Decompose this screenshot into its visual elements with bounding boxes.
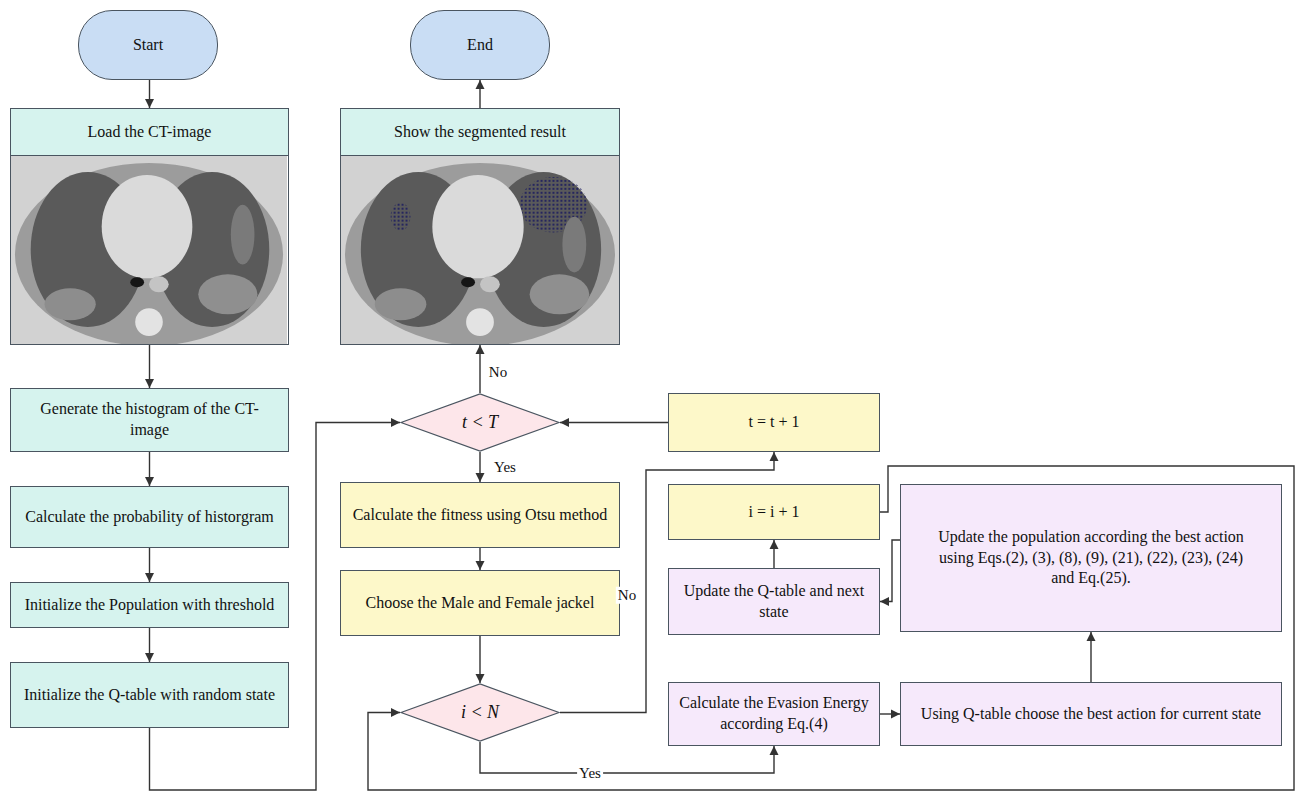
process-box: Calculate the probability of historgram [10, 486, 289, 548]
node-text: Start [133, 35, 163, 56]
process-box: Update the population according the best… [900, 484, 1282, 632]
process-box: Initialize the Q-table with random state [10, 662, 289, 728]
process-box: Using Q-table choose the best action for… [900, 682, 1282, 746]
process-box: Show the segmented result [340, 108, 620, 345]
node-text: Initialize the Population with threshold [25, 595, 275, 616]
node-text: Choose the Male and Female jackel [366, 593, 595, 614]
arrow-head [391, 418, 400, 427]
arrow-head [1087, 632, 1096, 641]
terminal: End [410, 10, 550, 80]
process-box: Generate the histogram of the CT-image [10, 388, 289, 452]
node-text: i < N [461, 701, 499, 724]
node-text: Calculate the fitness using Otsu method [353, 505, 608, 526]
diamond-shape [401, 394, 559, 451]
node-text: Initialize the Q-table with random state [24, 685, 275, 706]
arrow-head [145, 573, 154, 582]
arrow-head [560, 418, 569, 427]
arrow-head [391, 708, 400, 717]
arrow-head [476, 674, 485, 683]
arrow-head [891, 710, 900, 719]
arrow-head [145, 477, 154, 486]
node-text: Calculate the Evasion Energy according E… [679, 693, 869, 735]
node-text: i = i + 1 [749, 502, 800, 523]
box-header: Load the CT-image [11, 109, 288, 156]
node-text: Calculate the probability of historgram [25, 507, 274, 528]
arrow-head [145, 653, 154, 662]
node-text: t < T [462, 411, 498, 434]
process-box: i = i + 1 [668, 484, 880, 540]
decision-diamond: i < N [400, 683, 560, 742]
arrow-head [145, 379, 154, 388]
arrow-head [476, 345, 485, 354]
node-text: Load the CT-image [88, 122, 212, 143]
process-box: Calculate the fitness using Otsu method [340, 482, 620, 548]
process-box: Calculate the Evasion Energy according E… [668, 682, 880, 746]
decision-diamond: t < T [400, 393, 560, 452]
process-box: Choose the Male and Female jackel [340, 570, 620, 636]
process-box: t = t + 1 [668, 393, 880, 452]
arrow-head [770, 452, 779, 461]
edge-label: Yes [577, 765, 603, 782]
connector [560, 422, 668, 423]
node-text: Update the Q-table and next state [679, 581, 869, 623]
node-text: End [467, 35, 493, 56]
connector [480, 742, 774, 773]
segmented-image [341, 155, 619, 344]
process-box: Initialize the Population with threshold [10, 582, 289, 628]
box-header: Show the segmented result [341, 109, 619, 156]
process-box: Update the Q-table and next state [668, 568, 880, 635]
arrow-head [770, 746, 779, 755]
arrow-head [476, 473, 485, 482]
connector [880, 540, 900, 602]
arrow-head [476, 561, 485, 570]
node-text: Show the segmented result [394, 122, 566, 143]
arrow-head [476, 80, 485, 89]
edge-label: No [616, 587, 638, 604]
edge-label: Yes [492, 459, 518, 476]
ct-image [11, 155, 287, 344]
process-box: Load the CT-image [10, 108, 289, 345]
arrow-head [145, 99, 154, 108]
arrow-head [770, 540, 779, 549]
node-text: t = t + 1 [749, 412, 800, 433]
diamond-shape [401, 684, 559, 741]
node-text: Update the population according the best… [937, 527, 1245, 589]
edge-label: No [487, 364, 509, 381]
node-text: Using Q-table choose the best action for… [921, 704, 1261, 725]
terminal: Start [78, 10, 218, 80]
node-text: Generate the histogram of the CT-image [21, 399, 278, 441]
arrow-head [880, 597, 889, 606]
